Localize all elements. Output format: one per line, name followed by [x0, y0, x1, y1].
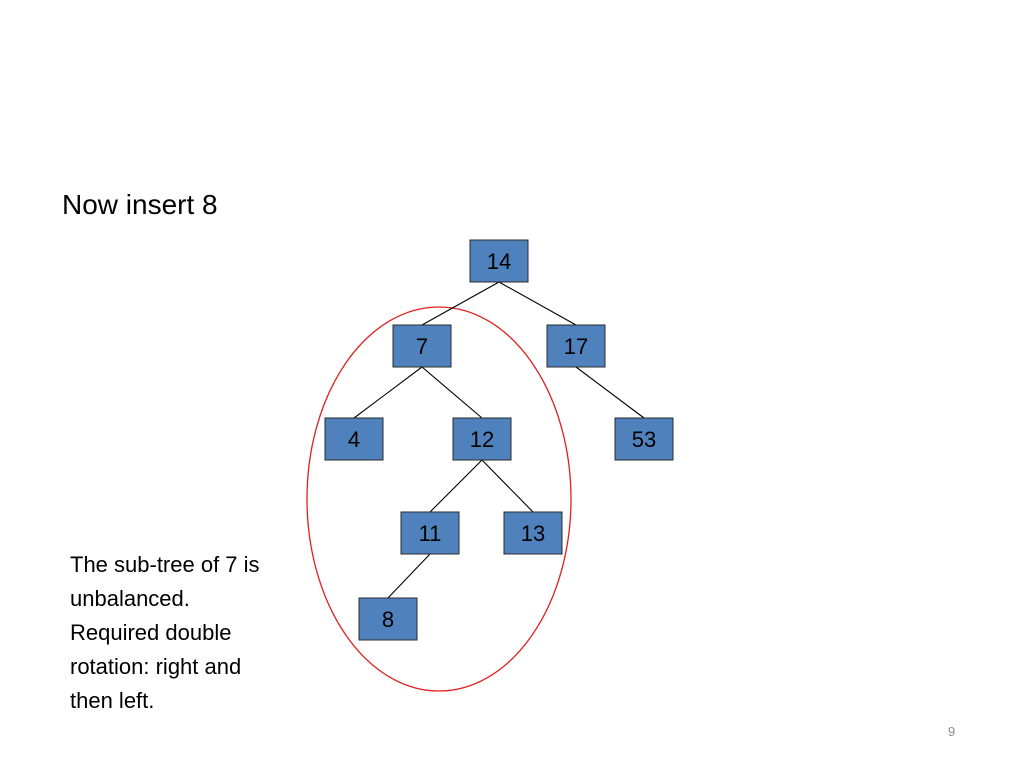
tree-node-label: 4	[348, 427, 360, 452]
tree-node: 17	[546, 324, 606, 368]
slide-title: Now insert 8	[62, 189, 218, 220]
tree-edge	[421, 366, 483, 419]
tree-node: 12	[452, 417, 512, 461]
tree-edge	[387, 553, 431, 599]
tree-node-label: 17	[564, 334, 588, 359]
tree-edge	[421, 281, 500, 326]
note-line: then left.	[70, 688, 155, 713]
page-number: 9	[948, 724, 956, 739]
tree-edge	[481, 459, 534, 513]
tree-node-box	[614, 417, 674, 461]
tree-node: 11	[400, 511, 460, 555]
tree-node-label: 53	[632, 427, 656, 452]
tree-node: 53	[614, 417, 674, 461]
explanation-note: The sub-tree of 7 is unbalanced. Require…	[70, 548, 310, 718]
tree-edge	[575, 366, 645, 419]
tree-node-box	[358, 597, 418, 641]
note-line: The sub-tree of 7 is	[70, 552, 260, 577]
tree-node-box	[503, 511, 563, 555]
tree-node-label: 13	[521, 521, 545, 546]
tree-node-box	[324, 417, 384, 461]
tree-nodes: 14 7 17 4 12 53 11 13 8	[324, 239, 674, 641]
tree-node: 13	[503, 511, 563, 555]
tree-node-label: 12	[470, 427, 494, 452]
tree-edge	[498, 281, 577, 326]
note-line: Required double	[70, 620, 232, 645]
note-line: unbalanced.	[70, 586, 190, 611]
tree-node-box	[400, 511, 460, 555]
tree-node: 8	[358, 597, 418, 641]
tree-edge	[353, 366, 423, 419]
tree-edges	[353, 281, 645, 599]
tree-node-label: 14	[487, 249, 511, 274]
tree-node-box	[392, 324, 452, 368]
tree-node-box	[452, 417, 512, 461]
tree-node-label: 8	[382, 607, 394, 632]
tree-node: 4	[324, 417, 384, 461]
tree-edge	[429, 459, 483, 513]
tree-node: 14	[469, 239, 529, 283]
tree-node-box	[469, 239, 529, 283]
tree-node-label: 7	[416, 334, 428, 359]
unbalanced-subtree-highlight	[306, 306, 572, 692]
tree-node: 7	[392, 324, 452, 368]
note-line: rotation: right and	[70, 654, 242, 679]
tree-node-label: 11	[419, 521, 442, 546]
tree-node-box	[546, 324, 606, 368]
